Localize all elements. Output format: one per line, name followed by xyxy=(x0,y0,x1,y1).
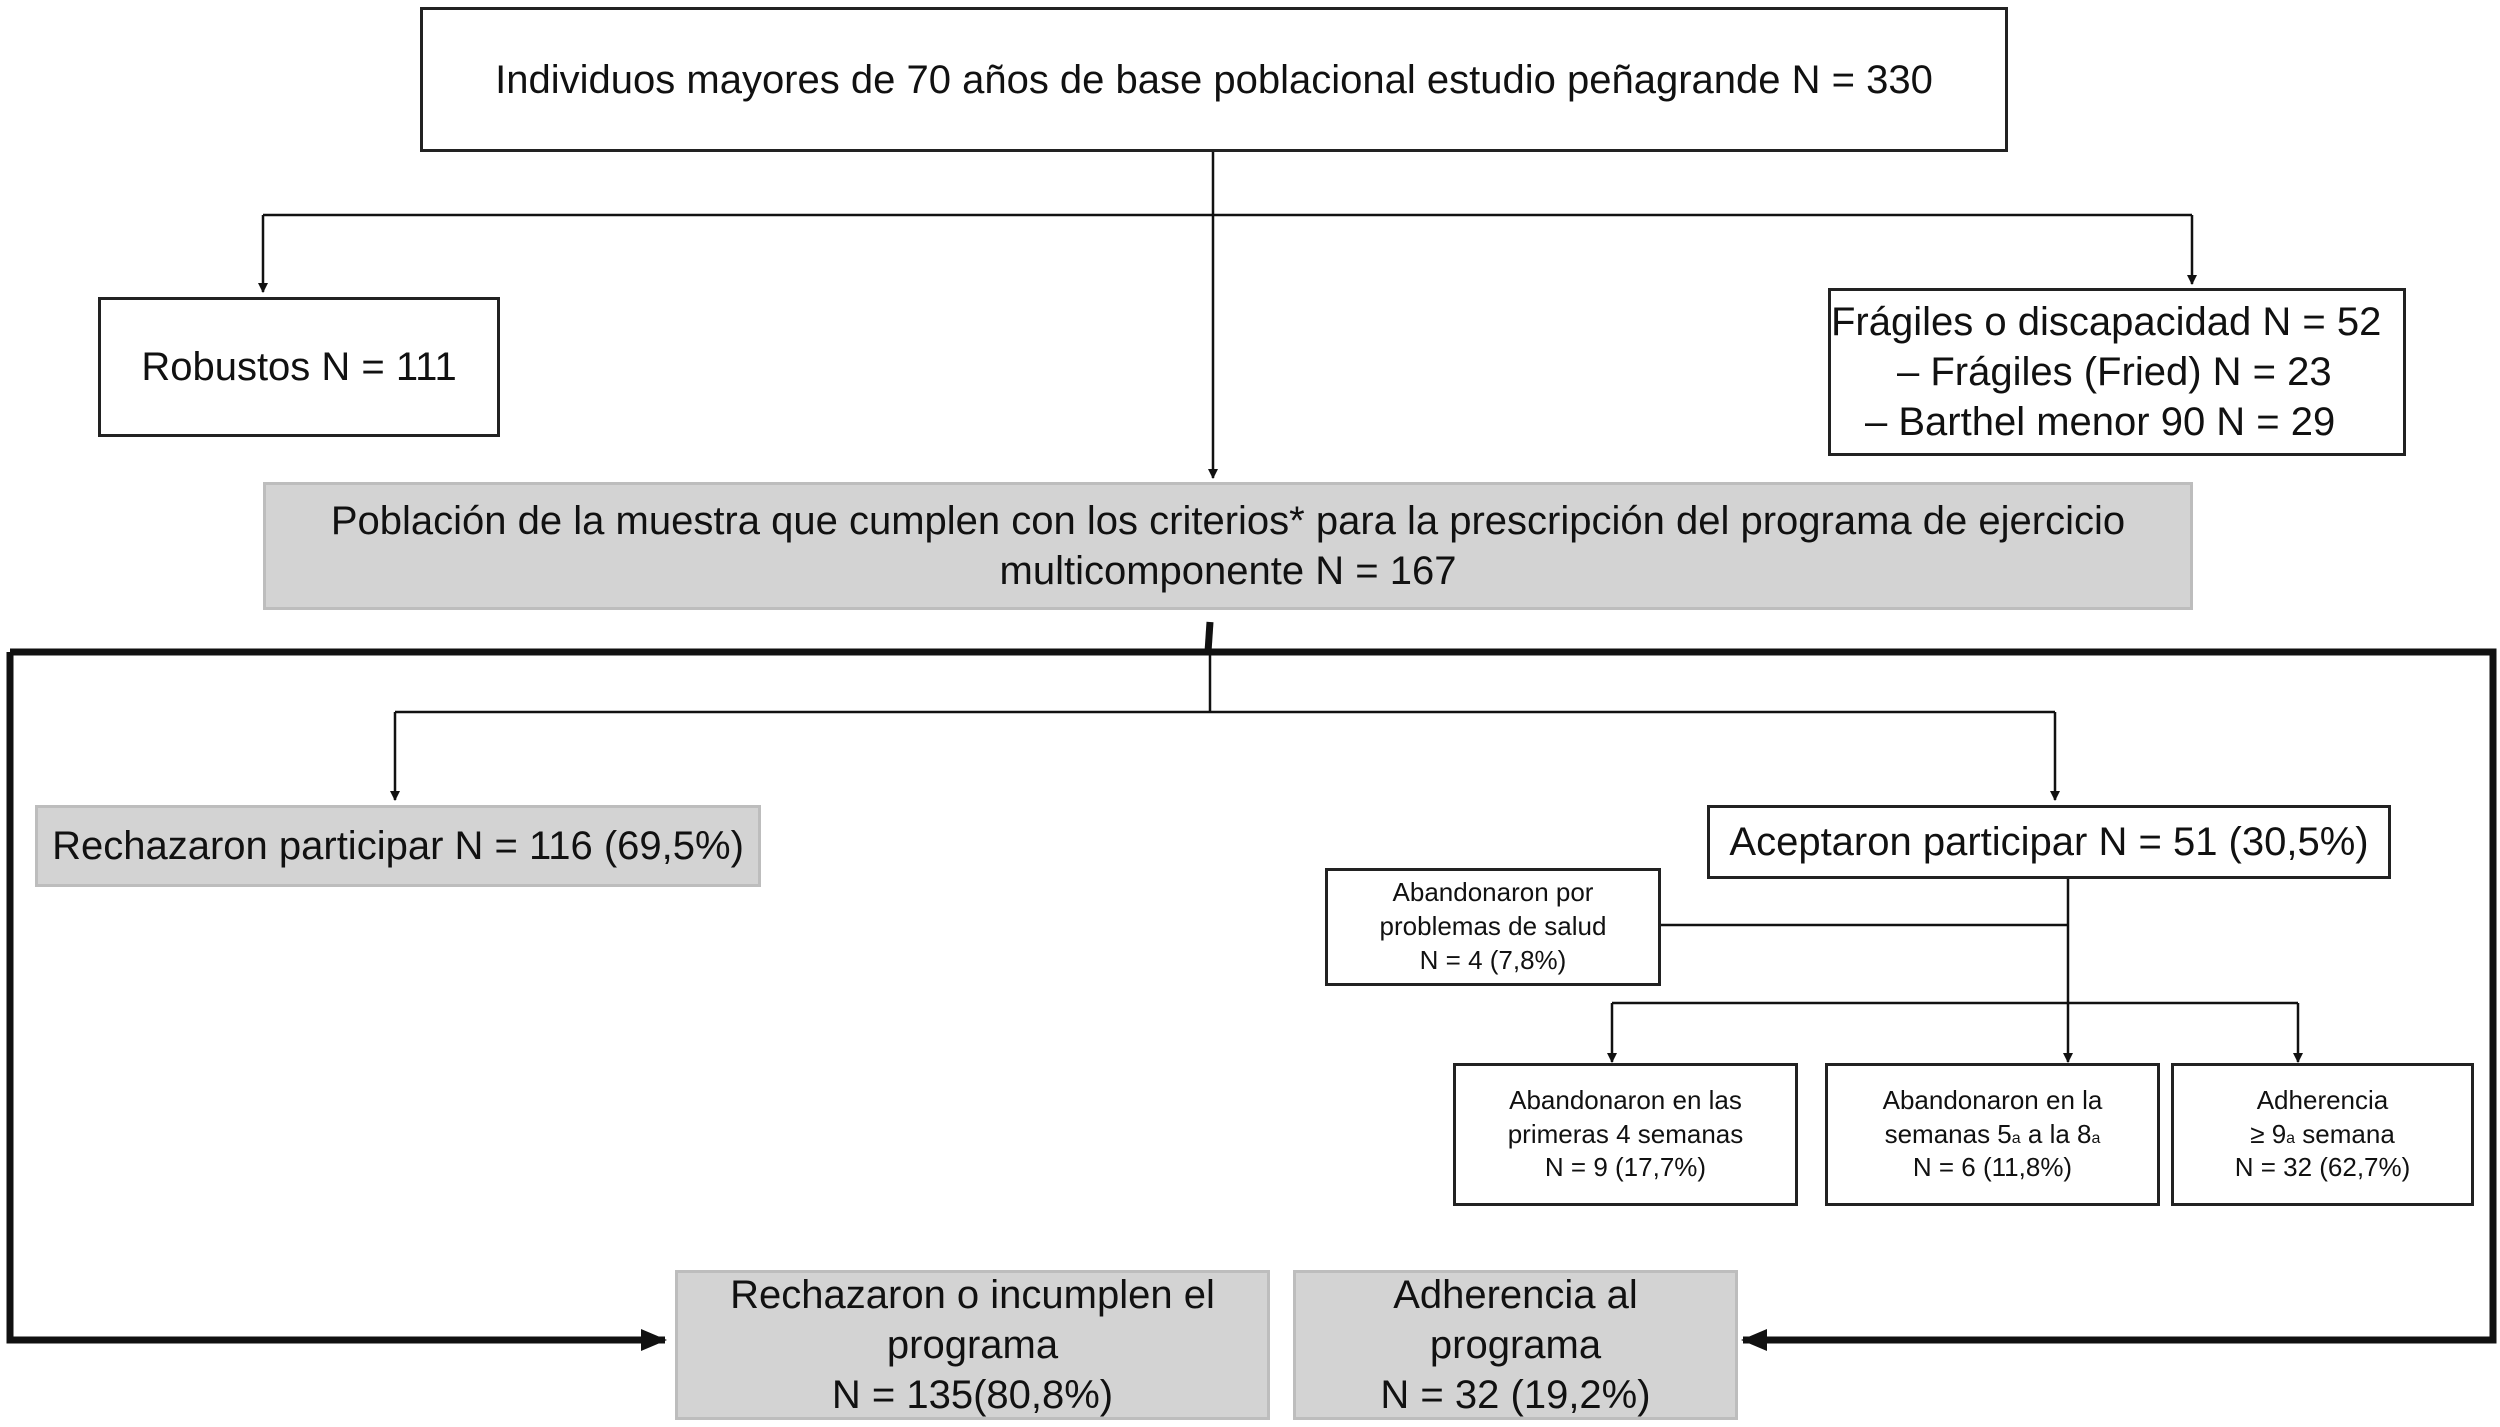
frame-right xyxy=(10,648,2497,1351)
adherencia-programa-box: Adherencia al programa N = 32 (19,2%) xyxy=(1293,1270,1738,1420)
fragiles-line-2: – Frágiles (Fried) N = 23 xyxy=(1897,350,2332,394)
adherencia-sem-line-1: Adherencia xyxy=(2256,1084,2389,1115)
semanas-line-1: Abandonaron en la xyxy=(1882,1084,2103,1115)
poblacion-line-1: Población de la muestra que cumplen con … xyxy=(330,499,2126,543)
salud-line-2: problemas de salud xyxy=(1379,911,1607,942)
incumplen-line-2: programa xyxy=(886,1323,1059,1367)
adherencia-prog-line-1: Adherencia al xyxy=(1393,1273,1638,1317)
adherencia-prog-line-3: N = 32 (19,2%) xyxy=(1380,1373,1651,1417)
primeras-line-1: Abandonaron en las xyxy=(1509,1084,1742,1115)
semanas-line-2-mid: a la 8 xyxy=(2020,1118,2092,1149)
semanas-line-2-pre: semanas 5 xyxy=(1884,1118,2012,1149)
total-population-box: Individuos mayores de 70 años de base po… xyxy=(420,7,2008,152)
salud-line-3: N = 4 (7,8%) xyxy=(1419,944,1567,975)
salud-box: Abandonaron por problemas de salud N = 4… xyxy=(1325,868,1661,986)
primeras-semanas-box: Abandonaron en las primeras 4 semanas N … xyxy=(1453,1063,1798,1206)
salud-line-1: Abandonaron por xyxy=(1392,877,1594,908)
incumplen-line-3: N = 135(80,8%) xyxy=(831,1373,1114,1417)
fragiles-line-3: – Barthel menor 90 N = 29 xyxy=(1865,400,2336,444)
incumplen-box: Rechazaron o incumplen el programa N = 1… xyxy=(675,1270,1270,1420)
primeras-line-2: primeras 4 semanas xyxy=(1507,1118,1744,1149)
semanas-line-3: N = 6 (11,8%) xyxy=(1912,1152,2073,1183)
adherencia-prog-line-2: programa xyxy=(1429,1323,1602,1367)
adherencia-sem-line-3: N = 32 (62,7%) xyxy=(2234,1152,2411,1183)
total-population-text: Individuos mayores de 70 años de base po… xyxy=(495,57,1933,102)
adherencia-sem-line-2-post: semana xyxy=(2295,1118,2395,1149)
poblacion-line-2: multicomponente N = 167 xyxy=(999,549,1457,593)
rechazaron-box: Rechazaron participar N = 116 (69,5%) xyxy=(35,805,761,887)
incumplen-line-1: Rechazaron o incumplen el xyxy=(730,1273,1215,1317)
poblacion-box: Población de la muestra que cumplen con … xyxy=(263,482,2193,610)
frame-left xyxy=(6,652,667,1351)
fragiles-line-1: Frágiles o discapacidad N = 52 xyxy=(1831,300,2382,344)
frame-stub xyxy=(1204,621,1214,653)
aceptaron-text: Aceptaron participar N = 51 (30,5%) xyxy=(1729,820,2369,864)
adherencia-sem-line-2-pre: ≥ 9 xyxy=(2250,1118,2287,1149)
rechazaron-text: Rechazaron participar N = 116 (69,5%) xyxy=(52,824,744,868)
aceptaron-box: Aceptaron participar N = 51 (30,5%) xyxy=(1707,805,2391,879)
primeras-line-3: N = 9 (17,7%) xyxy=(1544,1152,1707,1183)
robustos-box: Robustos N = 111 xyxy=(98,297,500,437)
fragiles-box: Frágiles o discapacidad N = 52 – Frágile… xyxy=(1828,288,2406,456)
robustos-text: Robustos N = 111 xyxy=(141,345,457,389)
